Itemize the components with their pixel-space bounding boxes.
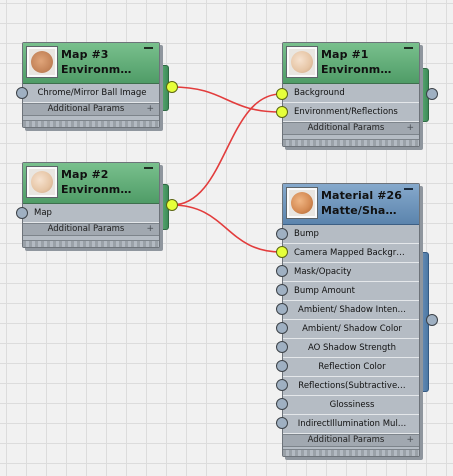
additional-params-rollout[interactable]: Additional Params + [283,434,419,447]
node-subtitle: Matte/Sha… [321,204,397,217]
input-slot-glossiness[interactable]: Glossiness [283,396,419,415]
input-socket[interactable] [276,265,288,277]
additional-params-rollout[interactable]: Additional Params + [283,122,419,135]
input-slot-mask-opacity[interactable]: Mask/Opacity [283,263,419,282]
input-socket[interactable] [276,379,288,391]
node-title: Map #3 [61,48,109,61]
input-slot-ambient-shadow-color[interactable]: Ambient/ Shadow Color [283,320,419,339]
input-slot-reflections-subtractive[interactable]: Reflections(Subtractive… [283,377,419,396]
node-body: Map #3 Environm… Chrome/Mirror Ball Imag… [22,42,160,128]
collapse-icon[interactable] [144,167,153,169]
node-footer [23,240,159,247]
input-socket[interactable] [276,398,288,410]
node-map-2[interactable]: Map #2 Environm… Map Additional Params + [22,162,166,252]
input-slot-environment-reflections[interactable]: Environment/Reflections [283,103,419,122]
input-label: Background [294,88,345,98]
node-footer [283,449,419,456]
input-slot-camera-mapped-background[interactable]: Camera Mapped Backgr… [283,244,419,263]
orange-sphere-thumbnail[interactable] [26,46,58,78]
connection-wire-3[interactable] [171,204,282,253]
input-socket[interactable] [16,207,28,219]
input-label: Environment/Reflections [294,107,398,117]
output-socket[interactable] [166,199,178,211]
orange-sphere-thumbnail[interactable] [286,187,318,219]
expand-plus-icon[interactable]: + [146,104,154,114]
node-header[interactable]: Map #1 Environm… [283,43,419,84]
connection-wire-1[interactable] [171,86,282,113]
input-slot-indirect-illumination-multiplier[interactable]: IndirectIllumination Mul… [283,415,419,434]
input-slot-bump[interactable]: Bump [283,225,419,244]
input-slot-reflection-color[interactable]: Reflection Color [283,358,419,377]
node-footer [23,120,159,127]
output-socket[interactable] [426,314,438,326]
input-label: AO Shadow Strength [307,343,397,353]
node-title: Map #2 [61,168,109,181]
node-map-3[interactable]: Map #3 Environm… Chrome/Mirror Ball Imag… [22,42,166,132]
node-header[interactable]: Map #2 Environm… [23,163,159,204]
input-socket[interactable] [16,87,28,99]
input-slot-ao-shadow-strength[interactable]: AO Shadow Strength [283,339,419,358]
node-header[interactable]: Map #3 Environm… [23,43,159,84]
input-socket[interactable] [276,106,288,118]
input-label: Bump Amount [294,286,355,296]
node-title: Map #1 [321,48,369,61]
input-label: Ambient/ Shadow Inten… [298,305,406,315]
input-label: Map [34,208,52,218]
input-slot-bump-amount[interactable]: Bump Amount [283,282,419,301]
additional-params-label: Additional Params [47,104,125,114]
input-slot-map[interactable]: Map [23,204,159,223]
output-socket[interactable] [426,88,438,100]
input-socket[interactable] [276,284,288,296]
beige-sphere-thumbnail[interactable] [26,166,58,198]
input-label: Camera Mapped Backgr… [294,248,405,258]
input-label: Glossiness [329,400,375,410]
input-socket[interactable] [276,360,288,372]
node-body: Map #1 Environm… Background Environment/… [282,42,420,147]
input-label: Bump [294,229,319,239]
connection-wire-2[interactable] [171,93,282,206]
additional-params-label: Additional Params [307,123,385,133]
input-slot-chrome-mirror-ball-image[interactable]: Chrome/Mirror Ball Image [23,84,159,103]
input-label: Ambient/ Shadow Color [302,324,402,334]
input-slot-ambient-shadow-intensity[interactable]: Ambient/ Shadow Inten… [283,301,419,320]
node-subtitle: Environm… [321,63,392,76]
input-socket[interactable] [276,417,288,429]
input-socket[interactable] [276,228,288,240]
node-body: Material #26 Matte/Sha… Bump Camera Mapp… [282,183,420,457]
additional-params-label: Additional Params [307,435,385,445]
input-socket[interactable] [276,246,288,258]
node-subtitle: Environm… [61,63,132,76]
node-map-1[interactable]: Map #1 Environm… Background Environment/… [282,42,426,151]
additional-params-label: Additional Params [47,224,125,234]
input-label: Mask/Opacity [294,267,352,277]
node-header[interactable]: Material #26 Matte/Sha… [283,184,419,225]
expand-plus-icon[interactable]: + [146,224,154,234]
beige-sphere-thumbnail[interactable] [286,46,318,78]
node-footer [283,139,419,146]
node-subtitle: Environm… [61,183,132,196]
input-label: IndirectIllumination Mul… [297,419,407,429]
additional-params-rollout[interactable]: Additional Params + [23,103,159,116]
input-socket[interactable] [276,322,288,334]
expand-plus-icon[interactable]: + [406,435,414,445]
input-slot-background[interactable]: Background [283,84,419,103]
collapse-icon[interactable] [404,188,413,190]
collapse-icon[interactable] [404,47,413,49]
output-socket[interactable] [166,81,178,93]
input-label: Reflections(Subtractive… [298,381,406,391]
input-label: Chrome/Mirror Ball Image [37,88,147,98]
node-body: Map #2 Environm… Map Additional Params + [22,162,160,248]
input-socket[interactable] [276,341,288,353]
expand-plus-icon[interactable]: + [406,123,414,133]
node-material-26[interactable]: Material #26 Matte/Sha… Bump Camera Mapp… [282,183,426,461]
node-title: Material #26 [321,189,403,202]
input-label: Reflection Color [318,362,386,372]
collapse-icon[interactable] [144,47,153,49]
input-socket[interactable] [276,303,288,315]
input-socket[interactable] [276,88,288,100]
additional-params-rollout[interactable]: Additional Params + [23,223,159,236]
